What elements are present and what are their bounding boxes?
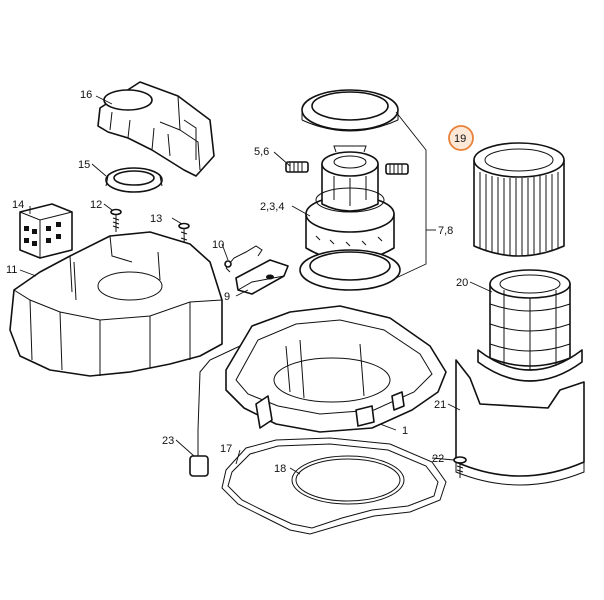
part-14-foam-block[interactable] bbox=[19, 203, 73, 259]
callout-13[interactable]: 13 bbox=[150, 213, 162, 225]
part-17-gasket[interactable] bbox=[221, 437, 447, 535]
leader-lines bbox=[19, 95, 493, 475]
part-12-screw[interactable] bbox=[110, 208, 122, 233]
bracket-7-8 bbox=[395, 111, 427, 279]
callout-23[interactable]: 23 bbox=[162, 435, 174, 447]
callout-5-6[interactable]: 5,6 bbox=[254, 146, 269, 158]
part-16-motor-housing-top[interactable] bbox=[97, 81, 215, 177]
callout-14[interactable]: 14 bbox=[12, 199, 24, 211]
callout-19[interactable]: 19 bbox=[454, 133, 466, 145]
callout-19-highlight[interactable] bbox=[448, 125, 474, 151]
callout-1[interactable]: 1 bbox=[402, 425, 408, 437]
part-11-lower-housing[interactable] bbox=[9, 231, 223, 377]
part-23-cable-plug[interactable] bbox=[189, 345, 241, 477]
part-9-latch[interactable] bbox=[235, 259, 289, 295]
part-19-cartridge-filter[interactable] bbox=[473, 142, 565, 257]
part-21-container[interactable] bbox=[455, 359, 585, 486]
part-18-round-gasket[interactable] bbox=[291, 455, 405, 505]
callout-9[interactable]: 9 bbox=[224, 291, 230, 303]
part-15-clamp-ring[interactable] bbox=[105, 167, 163, 193]
callout-22[interactable]: 22 bbox=[432, 453, 444, 465]
callout-7-8[interactable]: 7,8 bbox=[438, 225, 453, 237]
callout-15[interactable]: 15 bbox=[78, 159, 90, 171]
part-10-spring-clip[interactable] bbox=[224, 245, 263, 273]
callout-12[interactable]: 12 bbox=[90, 199, 102, 211]
callout-17[interactable]: 17 bbox=[220, 443, 232, 455]
callout-20[interactable]: 20 bbox=[456, 277, 468, 289]
part-2-3-4-motor[interactable] bbox=[305, 145, 395, 262]
callout-10[interactable]: 10 bbox=[212, 239, 224, 251]
part-7-8-top-seal[interactable] bbox=[301, 89, 399, 132]
callout-16[interactable]: 16 bbox=[80, 89, 92, 101]
callout-21[interactable]: 21 bbox=[434, 399, 446, 411]
callout-11[interactable]: 11 bbox=[6, 264, 17, 276]
part-20-filter-cage[interactable] bbox=[477, 269, 583, 382]
part-5-6-carbon-brushes[interactable] bbox=[285, 161, 409, 175]
callout-18[interactable]: 18 bbox=[274, 463, 286, 475]
callout-2-3-4[interactable]: 2,3,4 bbox=[260, 201, 284, 213]
part-1-main-head[interactable] bbox=[225, 305, 447, 433]
part-7-8-bottom-seal[interactable] bbox=[299, 249, 401, 291]
